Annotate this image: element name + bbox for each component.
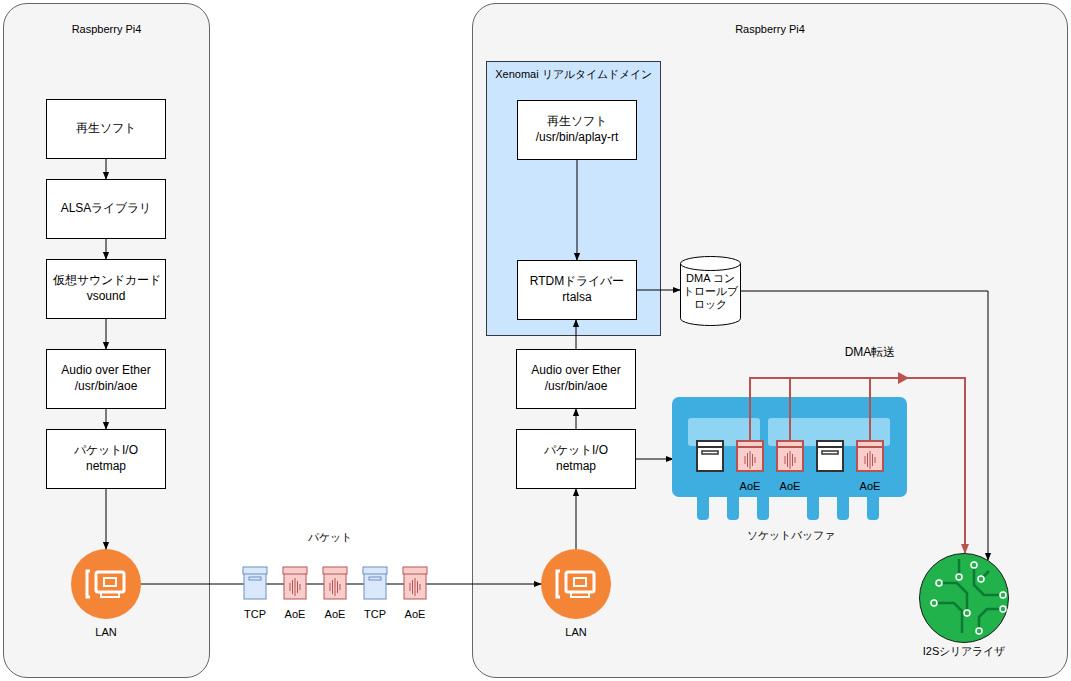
socket-buffer: ソケットバッファ [673,398,908,521]
process-box: Audio over Ether /usr/bin/aoe [46,349,166,409]
process-box: 仮想サウンドカード vsound [46,259,166,319]
packet-icons [243,567,427,599]
node-label: ALSAライブラリ [47,201,165,217]
text-label: AoE [740,480,761,492]
label-box: TCP [315,604,435,622]
label-box: AoE [690,476,810,494]
i2s-icon: I2Sシリアライザ [919,553,1009,643]
connector [577,160,578,260]
process-box: Audio over Ether /usr/bin/aoe [516,349,636,409]
node-label: Raspberry Pi4 [4,22,209,36]
connector [106,159,107,179]
lan-icon: LAN [541,549,611,619]
storage-cylinder: DMA コントロールブロック [680,256,741,326]
text-label: パケット [308,531,352,543]
process-box: RTDMドライバー rtalsa [517,260,637,320]
connector [636,459,673,460]
text-label: TCP [364,608,386,620]
process-box: 再生ソフト [46,99,166,159]
node-label: LAN [41,625,171,639]
text-label: AoE [780,480,801,492]
node-label: 仮想サウンドカード vsound [47,273,165,304]
connector [106,409,107,429]
connector [576,409,577,429]
node-label: 再生ソフト /usr/bin/aplay-rt [518,114,636,145]
text-label: AoE [325,608,346,620]
socket-buffer-illustration [672,397,907,520]
node-label: ソケットバッファ [673,528,908,542]
node-label: RTDMドライバー rtalsa [518,274,636,305]
node-label: I2Sシリアライザ [874,644,1054,658]
connector [576,320,577,349]
process-box: 再生ソフト /usr/bin/aplay-rt [517,100,637,160]
label-box: AoE [275,604,395,622]
node-label: パケットI/O netmap [47,443,165,474]
edge-label-box: DMA転送 [810,342,930,361]
nic-symbol [541,549,611,619]
connector [106,239,107,259]
text-label: AoE [860,480,881,492]
node-label: Raspberry Pi4 [473,22,1067,36]
text-label: TCP [244,608,266,620]
node-label: 再生ソフト [47,121,165,137]
chip-symbol [919,553,1009,643]
domain-group: 再生ソフト /usr/bin/aplay-rtRTDMドライバー rtalsa X… [486,61,661,336]
label-box: AoE [355,604,475,622]
connector [141,584,541,585]
connector [741,291,988,560]
node-label: Audio over Ether /usr/bin/aoe [47,363,165,394]
device-panel: 再生ソフト /usr/bin/aplay-rtRTDMドライバー rtalsa X… [472,3,1068,678]
text-label: AoE [405,608,426,620]
edge-label: DMA転送 [843,345,898,359]
dma-transfer-lines [750,372,909,440]
node-label: Audio over Ether /usr/bin/aoe [517,363,635,394]
connector [576,489,577,549]
process-box: パケットI/O netmap [516,429,636,489]
node-label: LAN [511,625,641,639]
label-box: TCP [195,604,315,622]
device-panel: 再生ソフト ALSAライブラリ仮想サウンドカード vsoundAudio over… [3,3,210,678]
label-box: AoE [235,604,355,622]
connector [106,489,107,549]
nic-symbol [71,549,141,619]
node-label: Xenomai リアルタイムドメイン [487,68,660,82]
process-box: パケットI/O netmap [46,429,166,489]
label-box: AoE [730,476,850,494]
text-label: AoE [285,608,306,620]
label-box: AoE [810,476,930,494]
lan-icon: LAN [71,549,141,619]
process-box: ALSAライブラリ [46,179,166,239]
label-box: パケット [270,527,390,545]
connector [870,378,965,553]
connector [106,319,107,349]
node-label: パケットI/O netmap [517,443,635,474]
connector [637,290,680,291]
node-label: DMA コントロールブロック [680,256,741,312]
